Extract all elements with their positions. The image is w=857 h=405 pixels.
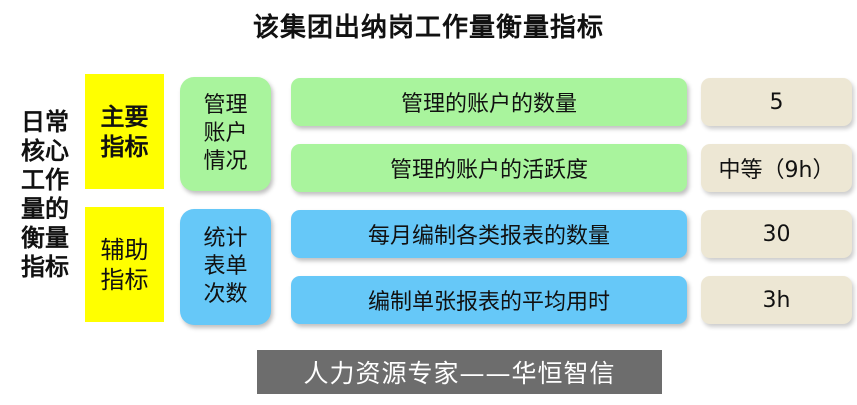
group-report-statistics: 统计 表单 次数 bbox=[180, 209, 271, 325]
category-auxiliary-indicators: 辅助 指标 bbox=[85, 207, 164, 322]
metric-avg-report-time: 编制单张报表的平均用时 bbox=[291, 276, 687, 324]
metric-monthly-report-count: 每月编制各类报表的数量 bbox=[291, 210, 687, 258]
value-monthly-report-count: 30 bbox=[701, 210, 852, 258]
value-account-count: 5 bbox=[701, 78, 852, 126]
metric-account-count: 管理的账户的数量 bbox=[291, 78, 687, 126]
side-label: 日常 核心 工作 量的 衡量 指标 bbox=[21, 108, 69, 281]
group-account-management: 管理 账户 情况 bbox=[180, 77, 271, 191]
value-avg-report-time: 3h bbox=[701, 276, 852, 324]
diagram-title: 该集团出纳岗工作量衡量指标 bbox=[252, 13, 604, 43]
metric-account-activity: 管理的账户的活跃度 bbox=[291, 144, 687, 192]
footer-banner: 人力资源专家——华恒智信 bbox=[257, 350, 662, 394]
value-account-activity: 中等（9h） bbox=[701, 144, 852, 192]
category-main-indicators: 主要 指标 bbox=[85, 74, 164, 189]
